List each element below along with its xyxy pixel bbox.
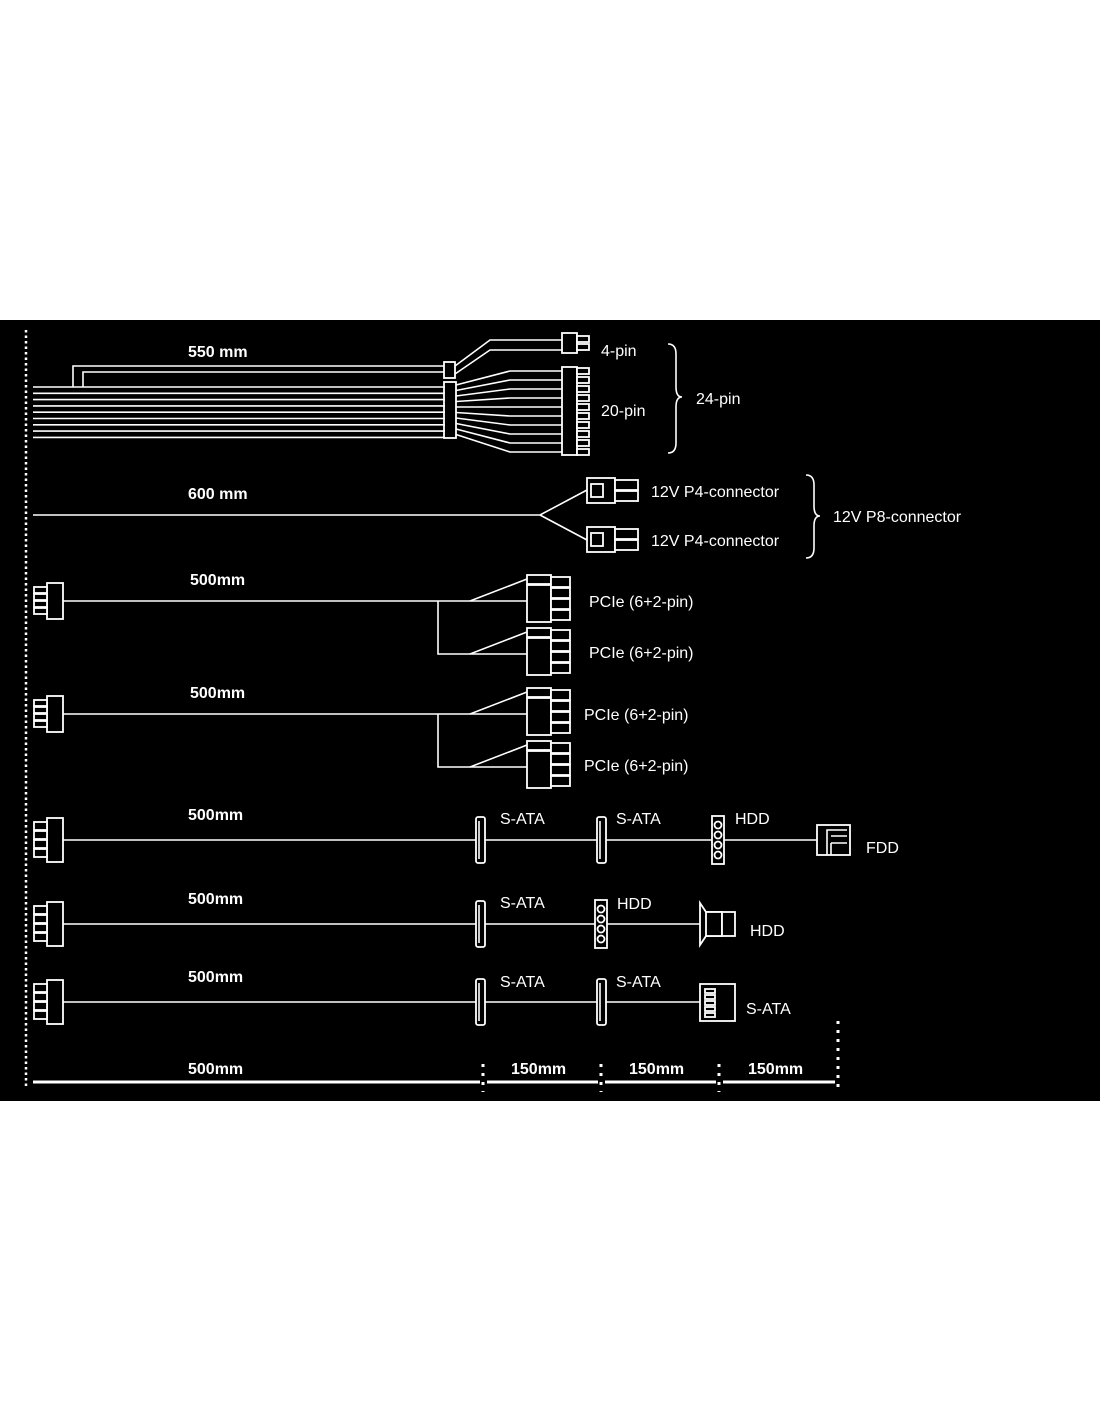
pcie-cable-length: 500mm [190, 572, 245, 589]
connector-label: S-ATA [616, 974, 661, 991]
connector-label: HDD [750, 923, 785, 940]
24pin-brace [667, 343, 683, 454]
pcie-connector-label: PCIe (6+2-pin) [589, 645, 694, 662]
peripheral-cable-length: 500mm [188, 891, 243, 908]
peripheral-cable: 500mm S-ATA HDD HDD [33, 891, 785, 949]
scale-label: 500mm [188, 1061, 243, 1078]
24pin-label: 24-pin [696, 391, 740, 408]
20pin-label: 20-pin [601, 403, 645, 420]
4pin-label: 4-pin [601, 343, 637, 360]
p4-connector-label: 12V P4-connector [651, 484, 780, 501]
length-scale: 500mm 150mm 150mm 150mm [33, 1021, 840, 1092]
20pin-connector [561, 366, 578, 456]
connector-label: S-ATA [500, 811, 545, 828]
connector-label: HDD [735, 811, 770, 828]
connector-label: FDD [866, 840, 899, 857]
peripheral-cable: 500mm S-ATA S-ATA HDD FDD [33, 807, 899, 865]
cpu-8pin-cable: 600 mm 12V P4-connector 12V P4-connector… [33, 474, 962, 559]
scale-label: 150mm [629, 1061, 684, 1078]
atx-24pin-cable: 550 mm 4-pin 20-pin 24-pin [33, 332, 740, 456]
pcie-connector-label: PCIe (6+2-pin) [584, 707, 689, 724]
peripheral-cable-length: 500mm [188, 807, 243, 824]
4pin-connector [561, 332, 578, 354]
p8-connector-label: 12V P8-connector [833, 509, 962, 526]
connector-label: S-ATA [500, 974, 545, 991]
pcie-connector-label: PCIe (6+2-pin) [584, 758, 689, 775]
connector-label: S-ATA [500, 895, 545, 912]
pcie-cable-length: 500mm [190, 685, 245, 702]
scale-label: 150mm [748, 1061, 803, 1078]
cpu-cable-length: 600 mm [188, 486, 248, 503]
connector-label: HDD [617, 896, 652, 913]
connector-label: S-ATA [616, 811, 661, 828]
p4-connector-label: 12V P4-connector [651, 533, 780, 550]
connector-label: S-ATA [746, 1001, 791, 1018]
pcie-connector-label: PCIe (6+2-pin) [589, 594, 694, 611]
p8-brace [805, 474, 821, 559]
main-cable-length: 550 mm [188, 344, 248, 361]
scale-label: 150mm [511, 1061, 566, 1078]
peripheral-cable-length: 500mm [188, 969, 243, 986]
